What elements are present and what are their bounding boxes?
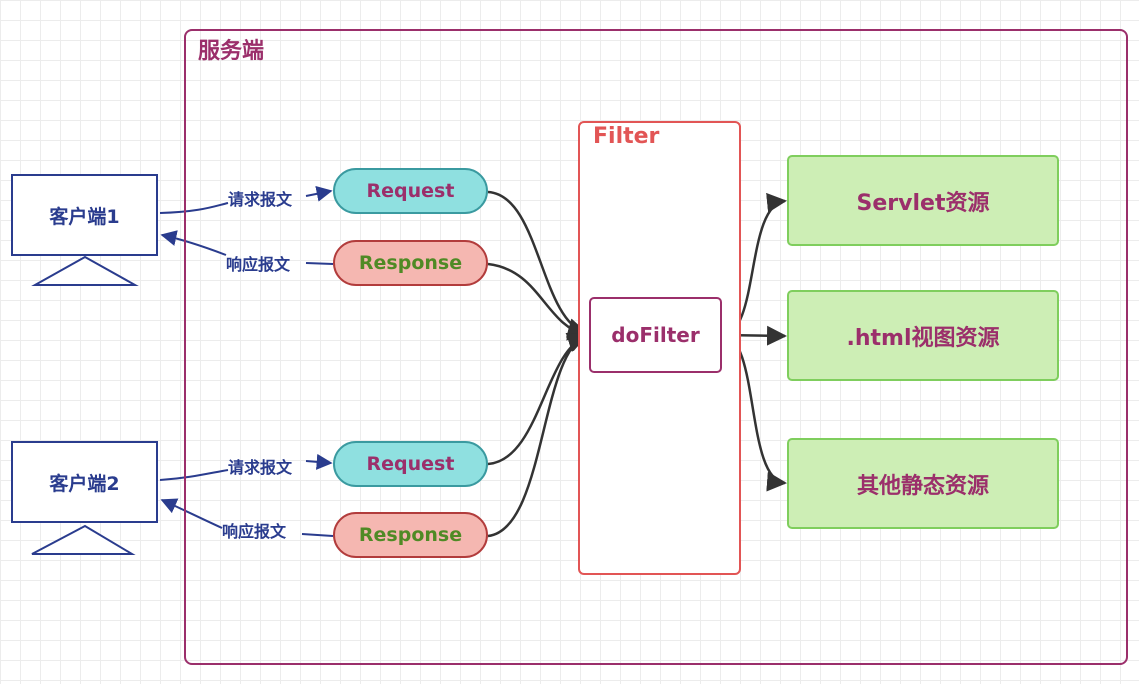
client1-response-line (305, 262, 334, 265)
client2-response-line (301, 533, 334, 537)
response-node-1: Response (333, 240, 488, 286)
response-node-2: Response (333, 512, 488, 558)
request-node-2: Request (333, 441, 488, 487)
response2-to-dofilter (487, 333, 588, 538)
response1-to-dofilter (487, 262, 588, 341)
client-1: 客户端1 (11, 174, 158, 256)
client2-request-arrow (305, 453, 333, 470)
client1-response-label: 响应报文 (226, 255, 291, 274)
client1-request-label: 请求报文 (228, 190, 293, 209)
client1-request-line (159, 202, 229, 214)
dofilter-node: doFilter (589, 297, 722, 373)
monitor-stand-2 (31, 524, 136, 555)
client2-request-label: 请求报文 (228, 458, 293, 477)
resource-html-view: .html视图资源 (787, 290, 1059, 381)
client-2: 客户端2 (11, 441, 158, 523)
server-title: 服务端 (198, 39, 265, 64)
resource-static: 其他静态资源 (787, 438, 1059, 529)
client2-response-label: 响应报文 (222, 522, 287, 541)
client1-response-arrow (160, 230, 227, 256)
client2-request-line (159, 469, 229, 481)
client2-response-arrow (160, 498, 223, 529)
monitor-stand-1 (31, 255, 139, 286)
client1-request-arrow (305, 185, 333, 202)
resource-servlet: Servlet资源 (787, 155, 1059, 246)
filter-title: Filter (593, 124, 660, 149)
server-container (184, 29, 1128, 665)
request-node-1: Request (333, 168, 488, 214)
